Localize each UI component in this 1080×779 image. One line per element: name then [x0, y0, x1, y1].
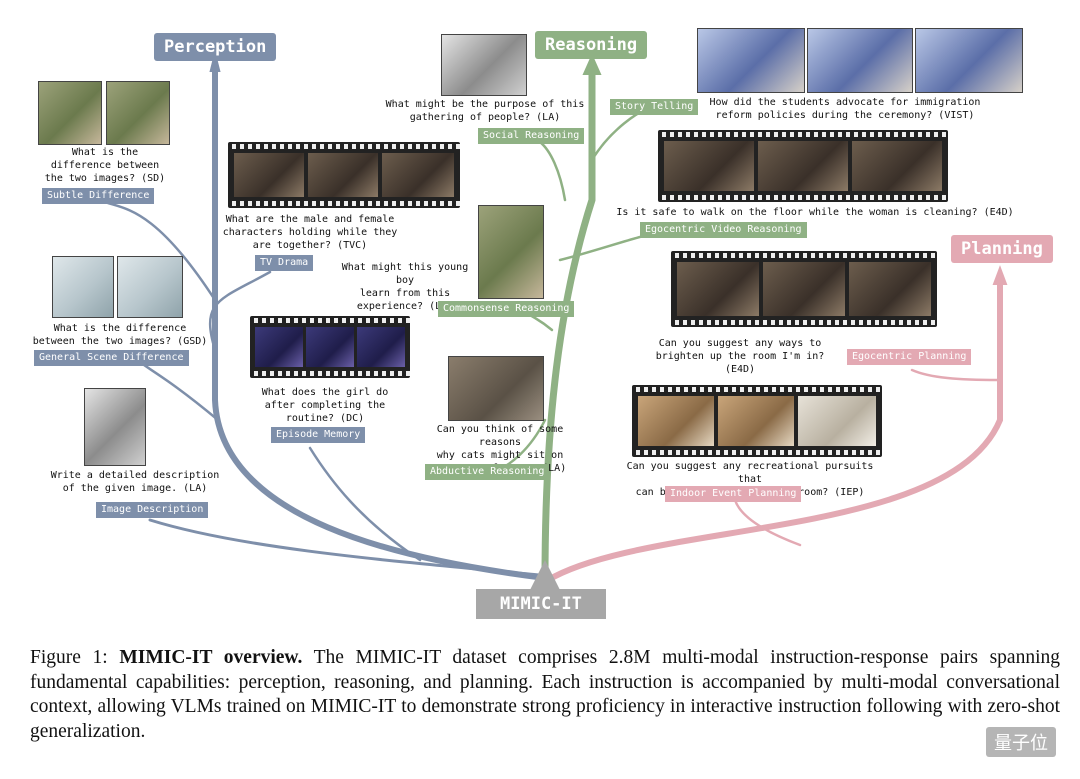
abductive-photo [448, 356, 544, 421]
tv-drama-tag: TV Drama [255, 255, 314, 271]
planning-trunk [545, 279, 1003, 583]
perception-label: Perception [154, 33, 277, 61]
social-reasoning-question: What might be the purpose of this gather… [385, 99, 585, 123]
sd-image-left [38, 81, 102, 145]
tv-drama-filmstrip [228, 142, 460, 208]
episode-memory-tag: Episode Memory [271, 427, 366, 443]
commonsense-photo [478, 205, 544, 299]
egocentric-video-question: Is it safe to walk on the floor while th… [616, 207, 1014, 218]
sd-image-right [106, 81, 170, 145]
episode-memory-question: What does the girl do after completing t… [261, 387, 389, 424]
reasoning-trunk [541, 68, 596, 584]
gsd-image-left [52, 256, 114, 318]
mimic-it-root-label: MIMIC-IT [476, 589, 606, 619]
image-description-question: Write a detailed description of the give… [50, 470, 220, 494]
story-telling-photo-1 [697, 28, 805, 93]
egocentric-planning-filmstrip [671, 251, 937, 327]
story-telling-tag: Story Telling [610, 99, 699, 115]
story-telling-photo-3 [915, 28, 1023, 93]
sd-question: What is the difference between the two i… [44, 147, 166, 184]
figure-caption: Figure 1: MIMIC-IT overview. The MIMIC-I… [30, 646, 1060, 744]
social-reasoning-tag: Social Reasoning [478, 128, 585, 144]
egocentric-planning-tag: Egocentric Planning [847, 349, 972, 365]
tv-drama-question: What are the male and female characters … [222, 214, 398, 251]
commonsense-reasoning-tag: Commonsense Reasoning [438, 301, 575, 317]
caption-body: The MIMIC-IT dataset comprises 2.8M mult… [30, 647, 1060, 742]
indoor-event-planning-tag: Indoor Event Planning [665, 486, 802, 502]
mimic-it-overview-diagram: Perception Reasoning Planning MIMIC-IT W… [32, 28, 1053, 619]
story-telling-question: How did the students advocate for immigr… [709, 97, 981, 121]
image-description-photo [84, 388, 146, 466]
social-reasoning-photo [441, 34, 527, 96]
planning-label: Planning [951, 235, 1053, 263]
episode-memory-filmstrip [250, 316, 410, 378]
watermark: 量子位 [986, 727, 1056, 757]
egocentric-video-filmstrip [658, 130, 948, 202]
egocentric-planning-question: Can you suggest any ways to brighten up … [655, 338, 825, 375]
general-scene-difference-tag: General Scene Difference [34, 350, 189, 366]
indoor-event-filmstrip [632, 385, 882, 457]
story-telling-photo-2 [807, 28, 913, 93]
caption-prefix: Figure 1: [30, 647, 120, 668]
gsd-question: What is the difference between the two i… [32, 323, 208, 347]
image-description-tag: Image Description [96, 502, 209, 518]
gsd-image-right [117, 256, 183, 318]
reasoning-label: Reasoning [535, 31, 648, 59]
egocentric-video-reasoning-tag: Egocentric Video Reasoning [640, 222, 807, 238]
abductive-reasoning-tag: Abductive Reasoning [425, 464, 550, 480]
caption-title: MIMIC-IT overview. [119, 647, 303, 668]
subtle-difference-tag: Subtle Difference [42, 188, 155, 204]
